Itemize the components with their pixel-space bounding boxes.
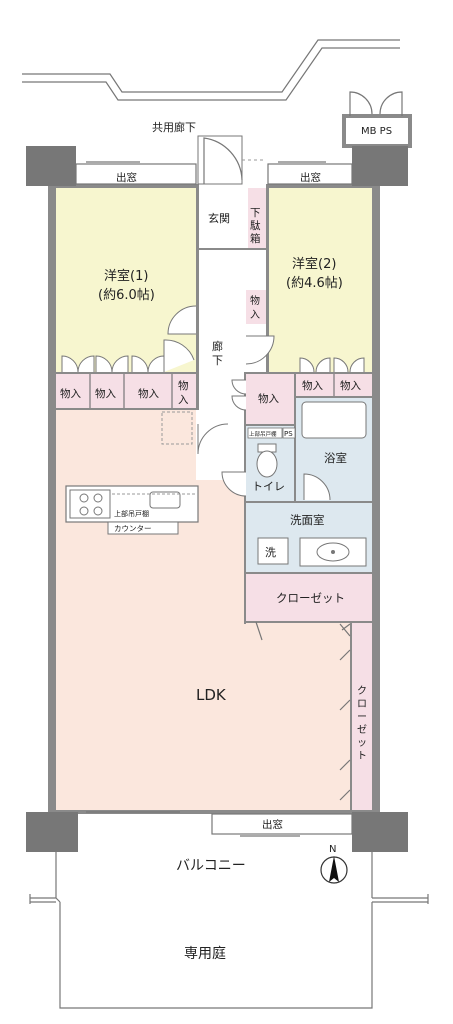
- toilet-fixture: [256, 443, 278, 478]
- svg-text:ー: ー: [357, 712, 367, 723]
- upper-cabinet-toilet: [247, 427, 283, 439]
- fridge-space: [161, 411, 193, 445]
- walls: [48, 166, 380, 816]
- pillar-top-right: [352, 146, 408, 186]
- storage-label-6: 物入: [302, 379, 323, 392]
- kitchen-counter: [65, 485, 199, 523]
- ps-label: PS: [284, 430, 293, 438]
- storage-label-3: 物入: [138, 387, 159, 400]
- bay-window-bottom: 出窓: [86, 811, 353, 837]
- bay-window-left: 出窓: [75, 161, 197, 185]
- garden-edge: [29, 894, 429, 904]
- storage-mid: [246, 374, 294, 424]
- closet-door-marks: [255, 621, 351, 641]
- upper-cabinet-toilet-label: 上部吊戸棚: [249, 430, 277, 438]
- north-arrow: N: [320, 844, 348, 884]
- bay-window-right: 出窓: [267, 161, 353, 185]
- closet-vertical-marks: [339, 649, 351, 801]
- svg-text:箱: 箱: [250, 232, 261, 245]
- svg-text:ゼ: ゼ: [357, 724, 367, 736]
- ldk-label: LDK: [196, 686, 227, 704]
- genkan-area: [198, 188, 248, 248]
- upper-cabinet-kitchen-label: 上部吊戸棚: [114, 509, 149, 518]
- window-bottom-label: 出窓: [262, 818, 283, 831]
- pillar-top-left: [26, 146, 76, 186]
- storage-row-left-doors: [61, 339, 195, 408]
- storage-label-7: 物入: [340, 379, 361, 392]
- garden-label: 専用庭: [184, 945, 226, 962]
- shoe-box-label: 下 駄 箱: [250, 207, 261, 245]
- bath-label: 浴室: [324, 451, 347, 465]
- washer-box: [257, 537, 289, 565]
- room2-door: [245, 335, 275, 365]
- pillar-bottom-right: [352, 812, 408, 852]
- washroom-label: 洗面室: [290, 513, 325, 527]
- shoe-box-area: [248, 188, 266, 248]
- closet-area: [246, 574, 372, 622]
- toilet-label: トイレ: [252, 480, 285, 493]
- svg-text:廊: 廊: [212, 339, 223, 353]
- entrance-door: [197, 135, 266, 185]
- room1-size: (約6.0帖): [98, 288, 155, 303]
- mbps-label: MB PS: [361, 126, 392, 137]
- genkan-label: 玄関: [208, 211, 230, 225]
- storage-label-2: 物入: [95, 387, 116, 400]
- storage-label-5: 物入: [258, 392, 279, 405]
- svg-text:ク: ク: [357, 685, 367, 697]
- balcony-outline: [55, 852, 373, 898]
- ps-box: [282, 427, 296, 439]
- window-right-label: 出窓: [300, 171, 321, 184]
- washer-label: 洗: [265, 546, 276, 559]
- room1-door: [167, 305, 197, 335]
- svg-text:下: 下: [250, 207, 261, 219]
- counter-box: [107, 521, 179, 535]
- pillar-bottom-left: [26, 812, 78, 852]
- svg-text:物: 物: [178, 379, 189, 392]
- svg-text:ロ: ロ: [357, 699, 367, 710]
- closet-vertical-area: [352, 622, 372, 812]
- closet-label: クローゼット: [276, 591, 345, 605]
- counter-label: カウンター: [114, 524, 152, 533]
- toilet-door: [221, 471, 247, 497]
- corridor-label: 廊 下: [212, 339, 223, 367]
- svg-text:駄: 駄: [250, 219, 261, 232]
- storage-label-1: 物入: [60, 387, 81, 400]
- svg-text:入: 入: [250, 310, 260, 321]
- north-label: N: [329, 844, 336, 855]
- room1-name: 洋室(1): [104, 268, 148, 284]
- storage-corridor: [246, 290, 266, 324]
- common-corridor-label: 共用廊下: [152, 120, 196, 134]
- svg-text:ッ: ッ: [357, 738, 367, 749]
- storage-row-left: [56, 374, 196, 408]
- storage-mid-doors: [231, 379, 247, 411]
- svg-text:物: 物: [250, 294, 260, 307]
- balcony-label: バルコニー: [176, 858, 246, 874]
- garden-outline: [30, 897, 428, 1009]
- svg-text:下: 下: [212, 354, 223, 367]
- svg-text:入: 入: [178, 394, 189, 406]
- ldk-door: [197, 423, 229, 455]
- svg-text:ト: ト: [357, 751, 367, 762]
- wash-basin: [299, 537, 367, 567]
- bath-door: [303, 473, 331, 501]
- storage-right-doors: [299, 357, 365, 373]
- mbps-box: MB PS: [342, 91, 412, 148]
- storage-label-4: 物 入: [178, 379, 189, 406]
- room2-name: 洋室(2): [292, 256, 336, 272]
- room2-area: [268, 188, 373, 373]
- window-left-label: 出窓: [116, 171, 137, 184]
- storage-corridor-label: 物 入: [250, 294, 260, 321]
- room2-size: (約4.6帖): [286, 276, 343, 291]
- bathtub: [301, 401, 367, 439]
- corridor-railing: [22, 39, 400, 101]
- closet-vertical-label: ク ロ ー ゼ ッ ト: [357, 685, 367, 762]
